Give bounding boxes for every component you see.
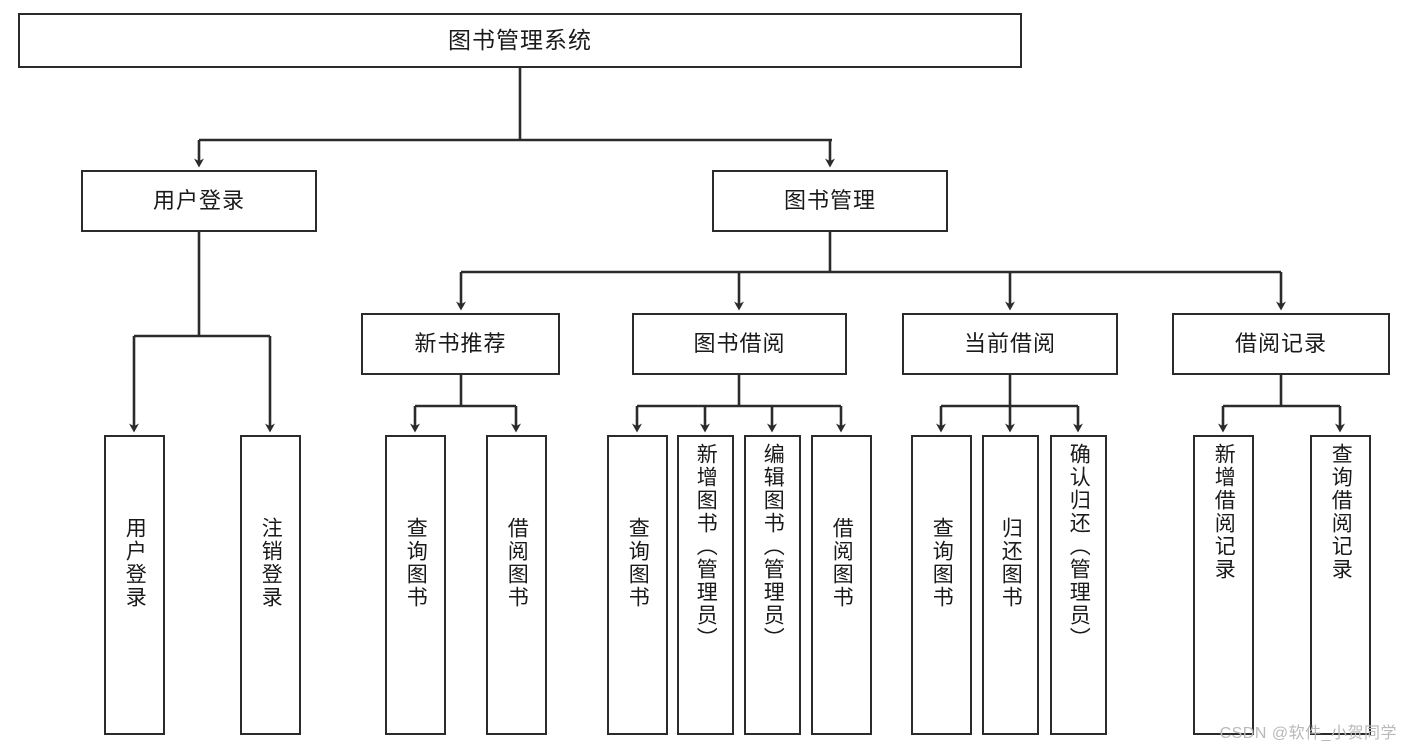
leaf-label: 归还图书 (999, 517, 1023, 609)
leaf-label: 查询图书 (404, 517, 428, 609)
leaf-label: 新增借阅记录 (1212, 443, 1236, 581)
leaf-label: 确认归还（管理员） (1067, 443, 1091, 650)
leaf-query-book-current[interactable]: 查询图书 (911, 435, 972, 735)
leaf-confirm-return-admin[interactable]: 确认归还（管理员） (1050, 435, 1107, 735)
leaf-logout[interactable]: 注销登录 (240, 435, 301, 735)
node-label: 图书管理系统 (448, 27, 592, 54)
node-label: 用户登录 (152, 188, 245, 214)
leaf-query-book-recommend[interactable]: 查询图书 (385, 435, 446, 735)
leaf-user-login[interactable]: 用户登录 (104, 435, 165, 735)
leaf-add-book-admin[interactable]: 新增图书（管理员） (677, 435, 734, 735)
leaf-return-book[interactable]: 归还图书 (982, 435, 1039, 735)
node-book-management[interactable]: 图书管理 (712, 170, 948, 232)
node-label: 图书管理 (783, 188, 876, 214)
node-root-system[interactable]: 图书管理系统 (18, 13, 1022, 68)
leaf-edit-book-admin[interactable]: 编辑图书（管理员） (744, 435, 801, 735)
leaf-borrow-book-recommend[interactable]: 借阅图书 (486, 435, 547, 735)
leaf-label: 查询借阅记录 (1329, 443, 1353, 581)
node-label: 图书借阅 (693, 331, 786, 357)
leaf-label: 新增图书（管理员） (694, 443, 718, 650)
leaf-label: 借阅图书 (505, 517, 529, 609)
leaf-borrow-book[interactable]: 借阅图书 (811, 435, 872, 735)
leaf-query-book-borrow[interactable]: 查询图书 (607, 435, 668, 735)
leaf-add-borrow-record[interactable]: 新增借阅记录 (1193, 435, 1254, 735)
leaf-query-borrow-record[interactable]: 查询借阅记录 (1310, 435, 1371, 735)
node-label: 借阅记录 (1234, 331, 1327, 357)
leaf-label: 注销登录 (259, 517, 283, 609)
leaf-label: 查询图书 (930, 517, 954, 609)
node-current-borrow[interactable]: 当前借阅 (902, 313, 1118, 375)
watermark: CSDN @软件_小贺同学 (1219, 725, 1397, 742)
leaf-label: 查询图书 (626, 517, 650, 609)
node-label: 当前借阅 (963, 331, 1056, 357)
node-label: 新书推荐 (414, 331, 507, 357)
node-book-borrow[interactable]: 图书借阅 (632, 313, 847, 375)
node-borrow-record[interactable]: 借阅记录 (1172, 313, 1390, 375)
leaf-label: 借阅图书 (830, 517, 854, 609)
node-user-login[interactable]: 用户登录 (81, 170, 317, 232)
leaf-label: 编辑图书（管理员） (761, 443, 785, 650)
leaf-label: 用户登录 (123, 517, 147, 609)
node-new-book-recommend[interactable]: 新书推荐 (361, 313, 560, 375)
